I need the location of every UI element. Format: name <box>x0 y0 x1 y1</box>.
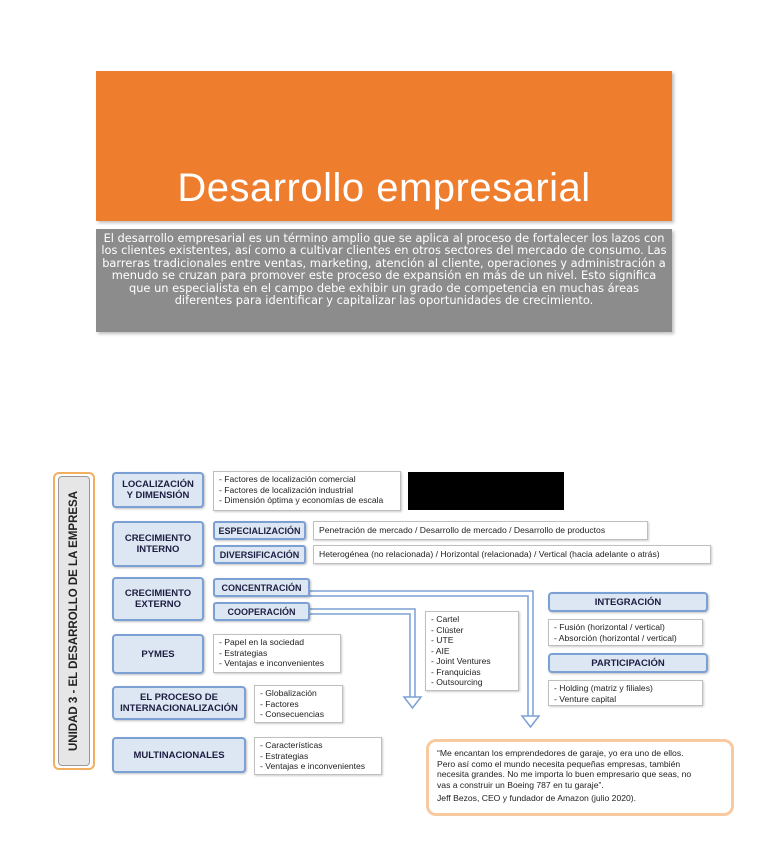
category-label: INTERNACIONALIZACIÓN <box>120 703 238 714</box>
quote-line: necesita grandes. No me importa lo buen … <box>437 769 692 780</box>
localizacion-items: - Factores de localización comercial - F… <box>213 471 401 511</box>
category-label: EXTERNO <box>135 599 181 610</box>
category-label: Y DIMENSIÓN <box>126 490 190 501</box>
quote-line: Pero así como el mundo necesita pequeñas… <box>437 758 681 769</box>
list-item: - Joint Ventures <box>431 656 491 666</box>
cooperacion-arrow-inner <box>309 613 411 697</box>
list-item: - Consecuencias <box>260 709 325 719</box>
side-title-bar <box>58 476 90 766</box>
quote-line: “Me encantan los emprendedores de garaje… <box>437 748 684 758</box>
list-item: - UTE <box>431 635 454 645</box>
diversificacion-text: Heterogénea (no relacionada) / Horizonta… <box>313 545 711 564</box>
category-label: LOCALIZACIÓN <box>122 479 194 490</box>
description-box: El desarrollo empresarial es un término … <box>96 229 672 332</box>
list-item: - Factores <box>260 698 299 709</box>
list-item: - Factores de localización comercial <box>219 474 356 484</box>
list-item: - Características <box>260 740 323 750</box>
cooperacion-items: - Cartel - Clúster - UTE - AIE - Joint V… <box>425 611 519 691</box>
list-item: - Factores de localización industrial <box>219 484 354 495</box>
list-item: - Clúster <box>431 624 464 635</box>
title-banner <box>96 71 672 221</box>
quote-author: Jeff Bezos, CEO y fundador de Amazon (ju… <box>437 793 637 804</box>
list-item: - Venture capital <box>554 693 617 704</box>
especializacion-text: Penetración de mercado / Desarrollo de m… <box>313 521 648 540</box>
category-label: CRECIMIENTO <box>124 588 192 599</box>
internacionalizacion-items: - Globalización - Factores - Consecuenci… <box>254 685 343 723</box>
sub-concentracion: CONCENTRACIÓN <box>213 578 310 597</box>
pymes-items: - Papel en la sociedad - Estrategias - V… <box>213 634 341 673</box>
list-item: - Outsourcing <box>431 677 483 687</box>
integracion-items: - Fusión (horizontal / vertical) - Absor… <box>548 619 703 646</box>
list-item: - Papel en la sociedad <box>219 637 305 647</box>
list-item: - AIE <box>431 645 450 656</box>
list-item: - Cartel <box>431 614 460 624</box>
concentracion-arrow <box>309 590 534 716</box>
category-label: INTERNO <box>136 544 180 555</box>
quote-line: vas a construir un Boeing 787 en tu gara… <box>437 779 604 790</box>
category-multinacionales: MULTINACIONALES <box>112 737 246 773</box>
concentracion-arrow-inner <box>309 595 529 716</box>
redacted-block <box>408 472 564 510</box>
list-item: - Absorción (horizontal / vertical) <box>554 632 677 643</box>
category-label: CRECIMIENTO <box>124 533 192 544</box>
sub-diversificacion: DIVERSIFICACIÓN <box>213 545 306 564</box>
list-item: - Franquicias <box>431 666 481 677</box>
list-item: - Ventajas e inconvenientes <box>219 658 325 668</box>
sub-cooperacion: COOPERACIÓN <box>213 602 310 621</box>
multinacionales-items: - Características - Estrategias - Ventaj… <box>254 737 382 775</box>
list-item: - Ventajas e inconvenientes <box>260 761 366 771</box>
page-title: Desarrollo empresarial <box>177 166 591 210</box>
category-integracion: INTEGRACIÓN <box>548 592 708 612</box>
participacion-items: - Holding (matriz y filiales) - Venture … <box>548 680 703 706</box>
list-item: - Fusión (horizontal / vertical) <box>554 622 665 632</box>
concentracion-arrowhead <box>520 715 541 729</box>
category-participacion: PARTICIPACIÓN <box>548 653 708 673</box>
list-item: - Estrategias <box>219 647 268 658</box>
cooperacion-arrowhead <box>402 696 423 710</box>
quote-box: “Me encantan los emprendedores de garaje… <box>426 739 734 816</box>
list-item: - Globalización <box>260 688 317 698</box>
list-item: - Dimensión óptima y economías de escala <box>219 495 384 505</box>
cooperacion-arrow <box>309 608 416 697</box>
sub-especializacion: ESPECIALIZACIÓN <box>213 521 306 540</box>
list-item: - Estrategias <box>260 750 309 761</box>
category-pymes: PYMES <box>112 634 204 674</box>
category-label: EL PROCESO DE <box>140 692 218 703</box>
list-item: - Holding (matriz y filiales) <box>554 683 653 693</box>
